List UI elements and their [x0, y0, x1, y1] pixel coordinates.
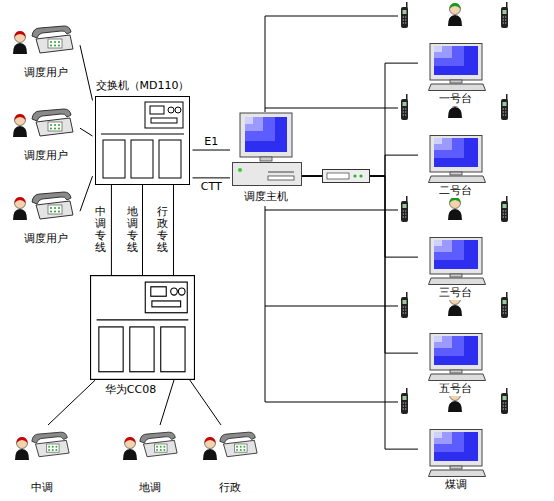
node-label: 一号台 — [438, 92, 473, 106]
host-computer: 调度主机 — [230, 112, 302, 204]
line-label: 中调专线 — [95, 206, 106, 254]
switch-box: 交换机（MD110） — [93, 96, 193, 185]
connector-line — [111, 185, 112, 275]
node-label: 三号台 — [438, 286, 473, 300]
station-icon — [401, 2, 508, 477]
node-label: 煤调 — [444, 478, 468, 492]
connector-line — [192, 150, 230, 151]
connector-line — [80, 176, 93, 211]
host-computer-icon — [233, 113, 302, 186]
console-station: 一号台 — [418, 42, 493, 106]
connector-line — [80, 45, 93, 100]
line-label: 地调专线 — [127, 206, 138, 254]
phone-wire — [265, 16, 398, 402]
connector-line — [302, 63, 418, 176]
dispatch-user: 调度用户 — [12, 22, 80, 80]
connector-line — [302, 176, 418, 353]
line-label: CTT — [201, 180, 222, 193]
connector-line — [173, 185, 174, 275]
node-label: 调度主机 — [243, 190, 289, 204]
phone-user: 中调 — [12, 425, 72, 495]
connector-line — [302, 176, 418, 449]
node-label: 地调 — [138, 481, 162, 495]
phone-user: 地调 — [120, 425, 180, 495]
user-icon — [13, 26, 73, 220]
console-station: 煤调 — [418, 428, 493, 492]
node-label: 调度用户 — [23, 66, 69, 80]
line-label: 行政专线 — [157, 206, 168, 254]
user-icon — [15, 432, 257, 460]
node-label: 调度用户 — [23, 232, 69, 246]
console-station: 二号台 — [418, 134, 493, 198]
node-label: 中调 — [30, 481, 54, 495]
switch-cabinet — [91, 276, 195, 380]
node-label: 行政 — [218, 481, 242, 495]
line-label: E1 — [204, 135, 218, 148]
node-label: 调度用户 — [23, 149, 69, 163]
console-station: 五号台 — [418, 332, 493, 396]
node-label: 五号台 — [438, 382, 473, 396]
hub-device — [323, 170, 370, 183]
connector-line — [48, 380, 95, 425]
connector-line — [302, 176, 418, 257]
dispatch-user: 调度用户 — [12, 105, 80, 163]
dispatch-user: 调度用户 — [12, 188, 80, 246]
switch-cabinet — [96, 97, 190, 185]
connector-line — [142, 185, 143, 275]
node-label: 交换机（MD110） — [95, 79, 191, 93]
connector-line — [190, 380, 221, 425]
switch-box: 华为CC08 — [90, 275, 195, 380]
connector-line — [160, 380, 174, 425]
node-label: 二号台 — [438, 184, 473, 198]
connector-line — [80, 128, 93, 136]
console-station: 三号台 — [418, 236, 493, 300]
node-label: 华为CC08 — [104, 383, 157, 397]
phone-user: 行政 — [200, 425, 260, 495]
connector-line — [192, 177, 230, 178]
